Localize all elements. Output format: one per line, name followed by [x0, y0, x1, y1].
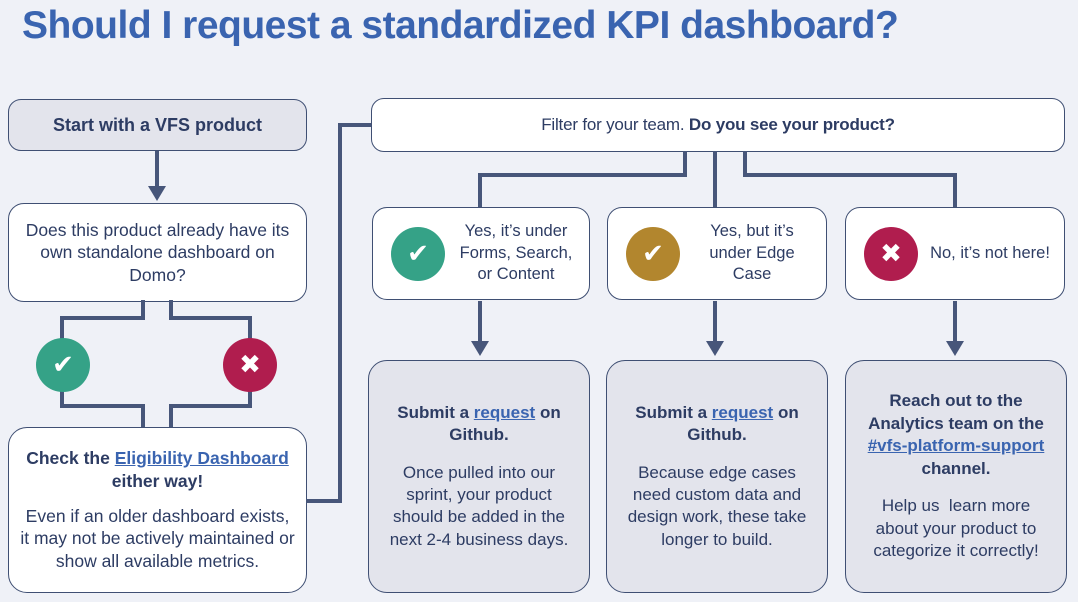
flow-connector [953, 301, 957, 343]
arrow-down-icon [706, 341, 724, 356]
filter-question-label: Filter for your team. Do you see your pr… [541, 115, 895, 135]
question-node: Does this product already have its own s… [8, 203, 307, 302]
github-request-link[interactable]: request [473, 402, 536, 422]
option-node-forms-search-content: ✔ Yes, it’s under Forms, Search, or Cont… [372, 207, 590, 300]
heading-text: on Github. [449, 402, 561, 445]
option-label: Yes, it’s under Forms, Search, or Conten… [459, 222, 573, 284]
flow-connector [478, 301, 482, 343]
option-node-not-here: ✖ No, it’s not here! [845, 207, 1065, 300]
question-node-label: Does this product already have its own s… [25, 219, 290, 285]
flow-connector [169, 300, 173, 320]
arrow-down-icon [946, 341, 964, 356]
flow-connector [141, 404, 145, 428]
heading-text: Submit a [397, 402, 474, 422]
x-icon: ✖ [864, 226, 918, 281]
filter-question-node: Filter for your team. Do you see your pr… [371, 98, 1065, 152]
check-dashboard-node: Check the Eligibility Dashboard either w… [8, 427, 307, 593]
result-node-github-request: Submit a request on Github. Once pulled … [368, 360, 590, 593]
slack-channel-link[interactable]: #vfs-platform-support [867, 436, 1045, 456]
flow-connector [743, 173, 957, 177]
check-glyph: ✔ [52, 350, 74, 380]
heading-text: Submit a [635, 402, 712, 422]
flow-connector [338, 123, 372, 127]
start-node-label: Start with a VFS product [52, 114, 262, 135]
heading-text: Reach out to the Analytics team on the [868, 391, 1044, 433]
check-glyph: ✔ [642, 238, 664, 269]
result-body: Because edge cases need custom data and … [627, 462, 812, 549]
filter-question-regular: Filter for your team. [541, 115, 689, 134]
flow-connector [743, 151, 747, 177]
check-glyph: ✔ [407, 238, 429, 269]
filter-question-bold: Do you see your product? [688, 115, 895, 134]
check-icon: ✔ [391, 226, 445, 281]
result-node-analytics-team: Reach out to the Analytics team on the #… [845, 360, 1067, 593]
flow-connector [60, 316, 145, 320]
github-request-link[interactable]: request [711, 402, 774, 422]
flow-connector [338, 123, 342, 503]
x-glyph: ✖ [880, 238, 902, 269]
flow-connector [713, 151, 717, 208]
flow-connector [169, 404, 173, 428]
check-dashboard-heading: Check the Eligibility Dashboard either w… [19, 447, 296, 493]
flow-connector [478, 173, 482, 208]
flow-connector [155, 151, 159, 188]
flow-connector [478, 173, 687, 177]
result-heading: Reach out to the Analytics team on the #… [860, 390, 1052, 480]
option-node-edge-case: ✔ Yes, but it’s under Edge Case [607, 207, 827, 300]
x-glyph: ✖ [239, 350, 261, 380]
x-icon: ✖ [223, 338, 277, 392]
result-body: Once pulled into our sprint, your produc… [389, 462, 570, 549]
option-label: No, it’s not here! [930, 243, 1050, 262]
check-dashboard-body: Even if an older dashboard exists, it ma… [20, 505, 295, 572]
flow-connector [713, 301, 717, 343]
flow-connector [141, 300, 145, 320]
result-heading: Submit a request on Github. [383, 402, 575, 447]
flow-connector [683, 151, 687, 177]
flow-connector [953, 173, 957, 208]
heading-text: Check the [26, 448, 115, 469]
heading-text: either way! [111, 470, 204, 491]
option-label: Yes, but it’s under Edge Case [709, 222, 795, 284]
flow-connector [306, 499, 342, 503]
eligibility-dashboard-link[interactable]: Eligibility Dashboard [114, 448, 289, 469]
result-body: Help us learn more about your product to… [873, 496, 1042, 561]
flow-connector [169, 404, 252, 408]
page-title: Should I request a standardized KPI dash… [22, 4, 899, 47]
check-icon: ✔ [626, 226, 680, 281]
heading-text: channel. [921, 458, 991, 478]
arrow-down-icon [148, 186, 166, 201]
flow-connector [60, 404, 145, 408]
result-heading: Submit a request on Github. [621, 402, 813, 447]
heading-text: on Github. [687, 402, 799, 445]
flow-connector [169, 316, 252, 320]
start-node: Start with a VFS product [8, 99, 307, 151]
check-icon: ✔ [36, 338, 90, 392]
arrow-down-icon [471, 341, 489, 356]
result-node-edge-case-request: Submit a request on Github. Because edge… [606, 360, 828, 593]
